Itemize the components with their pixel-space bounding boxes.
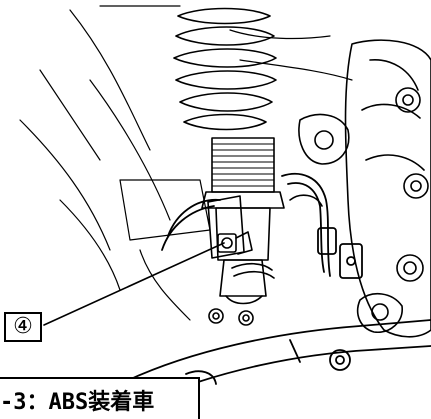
lower-control-arm: [119, 319, 431, 401]
brake-hose-bracket: [207, 195, 275, 279]
knuckle-bolts: [208, 113, 350, 326]
figure-caption: -3：ABS装着車: [0, 377, 200, 419]
callout-number-label: ④: [4, 312, 42, 342]
callout-leader-line: [43, 242, 225, 326]
coil-spring: [173, 7, 277, 131]
brake-hub-assembly: [344, 39, 431, 338]
brake-hose: [161, 172, 363, 279]
damper-body: [201, 137, 285, 305]
